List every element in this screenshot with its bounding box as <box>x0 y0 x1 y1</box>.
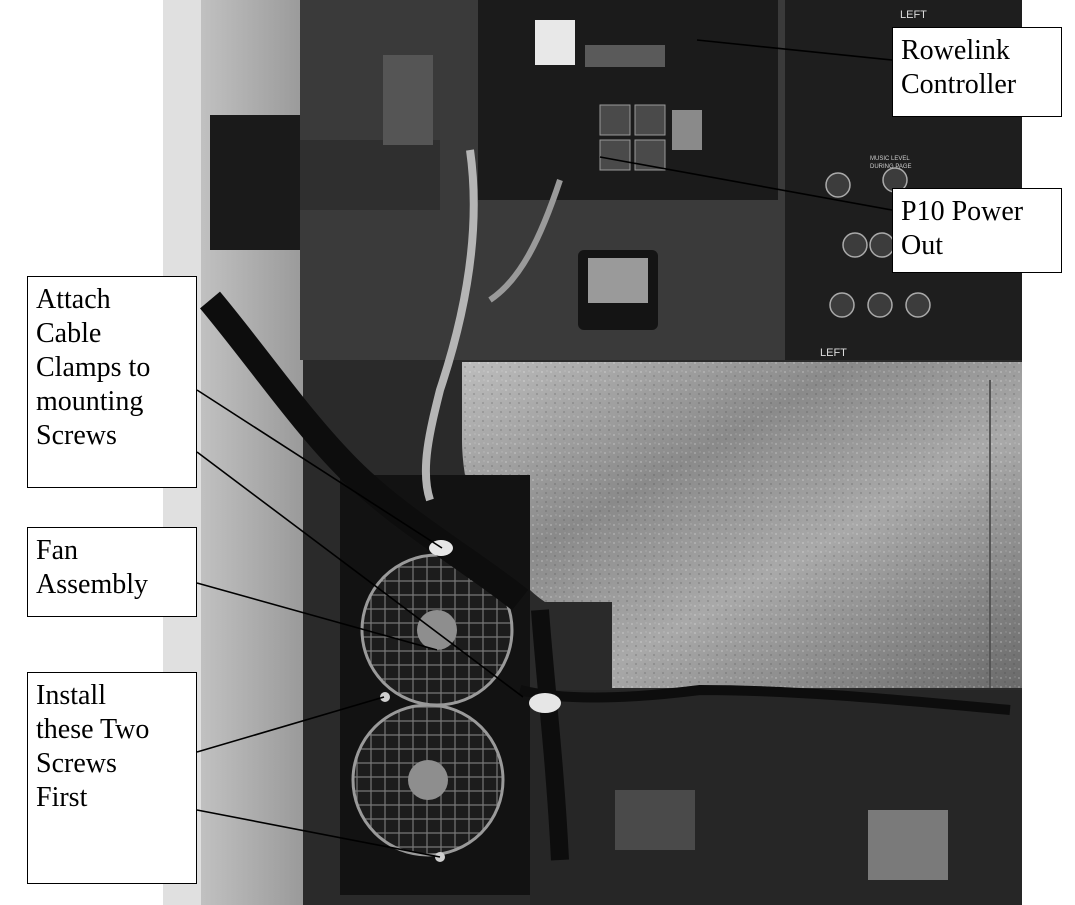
leader-line-screw-1 <box>196 696 385 753</box>
callout-rowelink-controller: Rowelink Controller <box>892 27 1062 117</box>
lower-chassis <box>530 690 1022 905</box>
board-chip <box>585 45 665 67</box>
callout-fan-assembly: Fan Assembly <box>27 527 197 617</box>
cable-clamp <box>529 693 561 713</box>
equalizer-label-during-page: DURING PAGE <box>870 164 912 170</box>
equalizer-knob <box>842 232 868 258</box>
board-terminal-block <box>672 110 702 150</box>
equalizer-knob <box>829 292 855 318</box>
equalizer-label-music-level: MUSIC LEVEL <box>870 156 910 162</box>
cable-bundle <box>531 609 569 861</box>
board-connector <box>634 104 666 136</box>
metal-cover-texture <box>462 362 1022 688</box>
leader-line-fan <box>196 582 438 651</box>
equalizer-knob <box>869 232 895 258</box>
leader-line-cable-clamps-2 <box>196 451 524 698</box>
equalizer-label-left-top: LEFT <box>900 9 927 21</box>
cable-bundle <box>200 291 529 611</box>
equalizer-knob <box>905 292 931 318</box>
leader-line-screw-2 <box>196 809 441 858</box>
inlet-block <box>615 790 695 850</box>
small-board <box>300 140 440 210</box>
mounting-screw <box>380 692 390 702</box>
board-connector <box>599 139 631 171</box>
leader-line-p10 <box>599 156 893 211</box>
cable-bundle <box>488 179 563 303</box>
cable-bundle <box>518 684 1011 715</box>
leader-lines <box>196 39 893 858</box>
filter-module <box>868 810 948 880</box>
pcb-strip <box>383 55 433 145</box>
fan-lower-hub <box>408 760 448 800</box>
fan-upper-hub <box>417 610 457 650</box>
equalizer-label-left-bottom: LEFT <box>820 347 847 359</box>
leader-line-cable-clamps-1 <box>196 389 443 549</box>
cable-bundle <box>421 149 478 502</box>
leader-line-rowelink <box>696 39 893 61</box>
board-barcode <box>535 20 575 65</box>
adapter-label <box>588 258 648 303</box>
equalizer-knob <box>825 172 851 198</box>
callout-cable-clamps: Attach Cable Clamps to mounting Screws <box>27 276 197 488</box>
callout-install-screws: Install these Two Screws First <box>27 672 197 884</box>
relay-module <box>210 115 300 250</box>
board-connector <box>599 104 631 136</box>
callout-p10-power-out: P10 Power Out <box>892 188 1062 273</box>
photo: LEFT MUSIC LEVEL DURING PAGE LEFT <box>163 0 1022 905</box>
equalizer-knob <box>867 292 893 318</box>
